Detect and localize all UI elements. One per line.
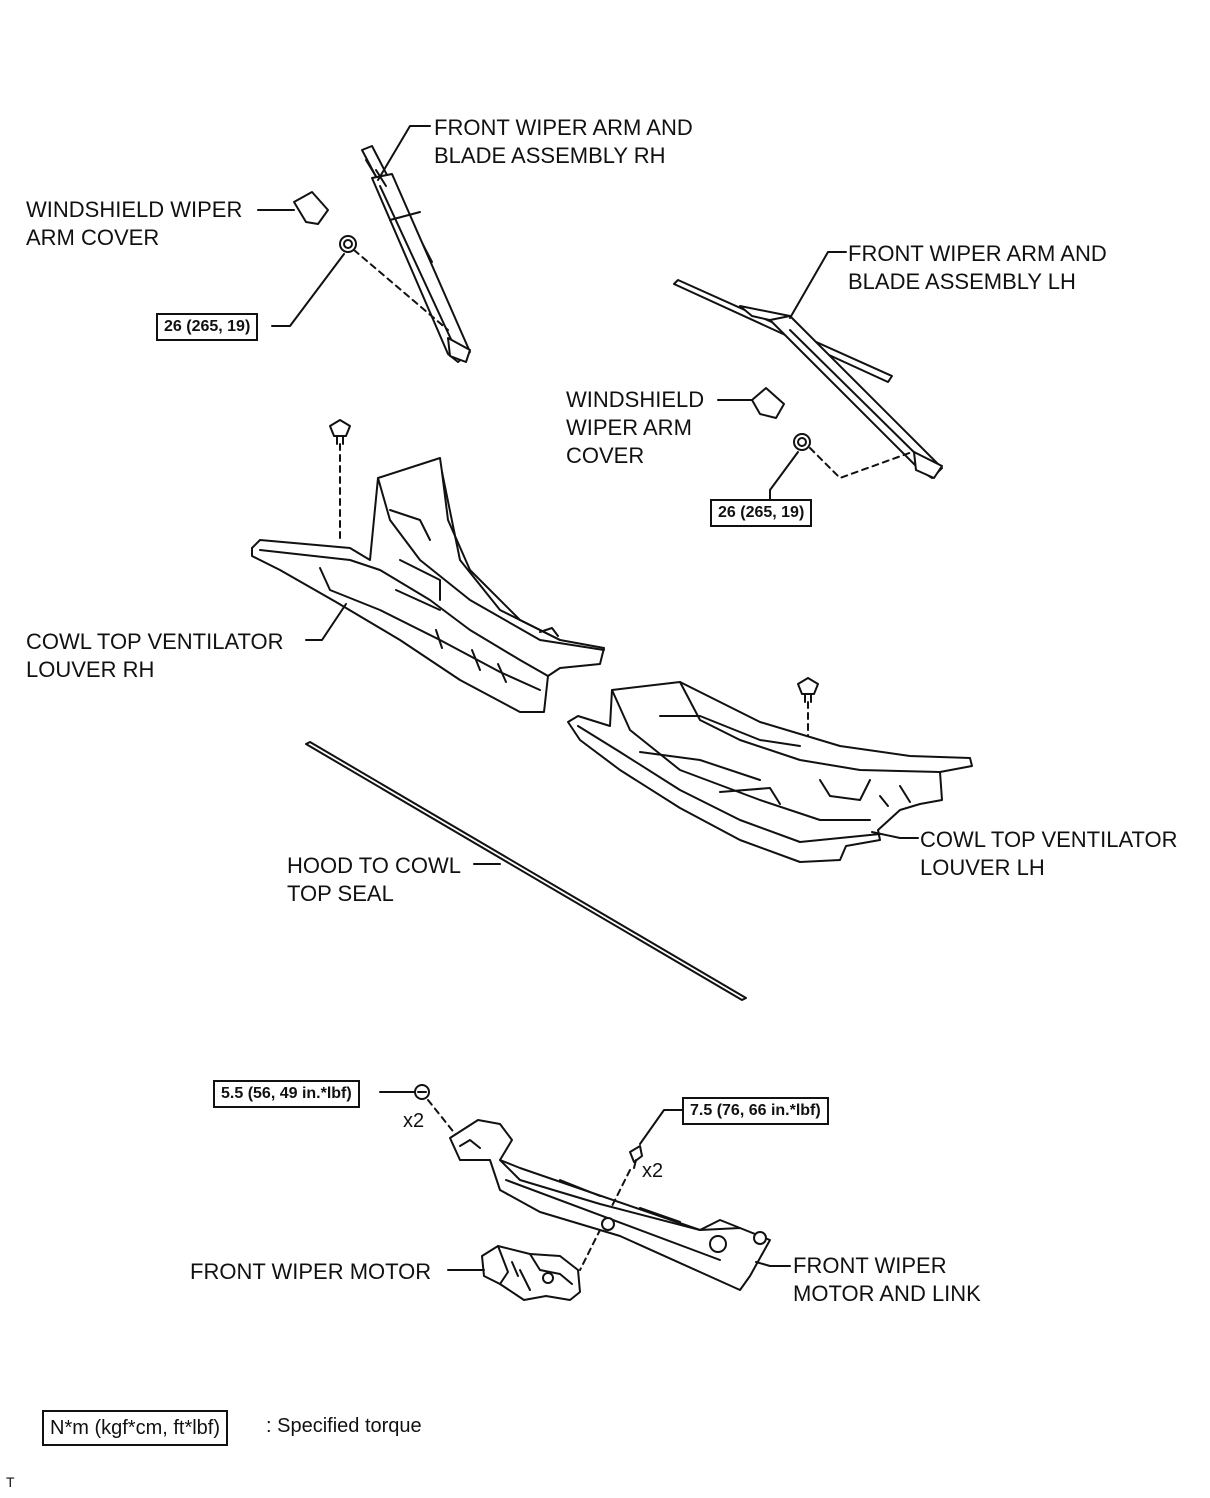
torque-link-bolt-left: 5.5 (56, 49 in.*lbf) bbox=[213, 1080, 360, 1108]
torque-nut-lh: 26 (265, 19) bbox=[710, 499, 813, 527]
qty-right-bolts: x2 bbox=[642, 1160, 664, 1182]
louver-rh-leader bbox=[305, 603, 347, 641]
link-bolt-left-dashed bbox=[427, 1099, 461, 1141]
nut-rh bbox=[339, 235, 357, 253]
label-wiper-arm-lh-line1: FRONT WIPER ARM AND bbox=[848, 241, 1107, 266]
torque-link-bolt-right: 7.5 (76, 66 in.*lbf) bbox=[682, 1097, 829, 1125]
nut-lh bbox=[793, 433, 811, 451]
legend-description: : Specified torque bbox=[266, 1415, 422, 1437]
wiper-arm-lh bbox=[673, 279, 943, 479]
louver-lh-leader bbox=[871, 831, 919, 839]
link-bolt-left bbox=[414, 1084, 430, 1100]
label-wiper-arm-lh-line2: BLADE ASSEMBLY LH bbox=[848, 269, 1076, 294]
label-arm-cover-lh-line3: COVER bbox=[566, 443, 645, 468]
clip-rh bbox=[329, 419, 351, 541]
link-bolt-right bbox=[629, 1145, 643, 1169]
wiper-motor bbox=[481, 1245, 581, 1301]
label-arm-cover-rh-line1: WINDSHIELD WIPER bbox=[26, 197, 243, 222]
label-arm-cover-lh: WINDSHIELD WIPER ARM COVER bbox=[566, 386, 704, 470]
hood-to-cowl-seal bbox=[305, 741, 747, 1001]
lh-nut-dashed-line bbox=[809, 447, 913, 479]
label-wiper-motor: FRONT WIPER MOTOR bbox=[190, 1258, 431, 1286]
lh-torque-leader bbox=[769, 451, 799, 501]
rh-torque-leader bbox=[271, 253, 345, 327]
cowl-louver-lh bbox=[567, 681, 973, 863]
label-arm-cover-lh-line2: WIPER ARM bbox=[566, 415, 692, 440]
label-motor-link-line1: FRONT WIPER bbox=[793, 1253, 947, 1278]
label-wiper-arm-rh-line2: BLADE ASSEMBLY RH bbox=[434, 143, 666, 168]
label-arm-cover-rh: WINDSHIELD WIPER ARM COVER bbox=[26, 196, 242, 252]
lh-arm-leader bbox=[789, 251, 847, 319]
label-louver-lh-line2: LOUVER LH bbox=[920, 855, 1045, 880]
label-louver-rh-line1: COWL TOP VENTILATOR bbox=[26, 629, 284, 654]
label-motor-link: FRONT WIPER MOTOR AND LINK bbox=[793, 1252, 981, 1308]
rh-arm-leader bbox=[377, 125, 431, 181]
wiper-motor-and-link bbox=[449, 1119, 771, 1291]
label-arm-cover-rh-line2: ARM COVER bbox=[26, 225, 160, 250]
torque-nut-rh: 26 (265, 19) bbox=[156, 313, 259, 341]
label-wiper-arm-lh: FRONT WIPER ARM AND BLADE ASSEMBLY LH bbox=[848, 240, 1107, 296]
label-louver-lh-line1: COWL TOP VENTILATOR bbox=[920, 827, 1178, 852]
label-wiper-arm-rh: FRONT WIPER ARM AND BLADE ASSEMBLY RH bbox=[434, 114, 693, 170]
arm-cover-rh bbox=[293, 191, 329, 225]
label-wiper-motor-line1: FRONT WIPER MOTOR bbox=[190, 1259, 432, 1284]
label-louver-rh: COWL TOP VENTILATOR LOUVER RH bbox=[26, 628, 284, 684]
label-hood-seal-line2: TOP SEAL bbox=[287, 881, 394, 906]
label-louver-lh: COWL TOP VENTILATOR LOUVER LH bbox=[920, 826, 1178, 882]
rh-nut-dashed-line bbox=[353, 249, 449, 331]
corner-code: T bbox=[6, 1474, 15, 1490]
label-wiper-arm-rh-line1: FRONT WIPER ARM AND bbox=[434, 115, 693, 140]
label-hood-seal-line1: HOOD TO COWL bbox=[287, 853, 461, 878]
cowl-louver-rh bbox=[251, 457, 605, 713]
legend-unit-box: N*m (kgf*cm, ft*lbf) bbox=[42, 1410, 229, 1446]
link-bolt-right-leader bbox=[639, 1109, 683, 1145]
arm-cover-lh bbox=[751, 387, 785, 419]
label-motor-link-line2: MOTOR AND LINK bbox=[793, 1281, 981, 1306]
motor-link-leader bbox=[755, 1261, 791, 1267]
qty-left-bolts: x2 bbox=[403, 1110, 425, 1132]
label-arm-cover-lh-line1: WINDSHIELD bbox=[566, 387, 705, 412]
label-louver-rh-line2: LOUVER RH bbox=[26, 657, 155, 682]
label-hood-seal: HOOD TO COWL TOP SEAL bbox=[287, 852, 461, 908]
